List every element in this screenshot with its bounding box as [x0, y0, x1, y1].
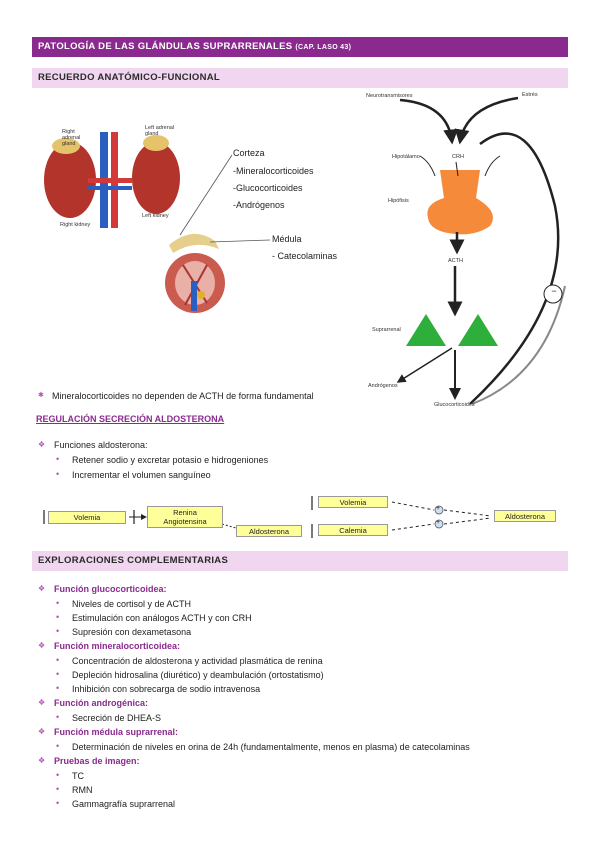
label-stress: Estrés: [522, 92, 538, 98]
dot-bullet: •: [56, 712, 60, 722]
dot-bullet: •: [56, 741, 60, 751]
label-left-adrenal: Left adrenal gland: [145, 125, 175, 137]
label-left-kidney: Left kidney: [142, 213, 169, 219]
exploration-group-label: Función médula suprarrenal:: [54, 727, 179, 737]
diamond-bullet: ❖: [38, 698, 46, 707]
exploration-item: RMN: [72, 785, 93, 795]
negative-feedback-sign: −: [551, 286, 557, 296]
label-acth: ACTH: [448, 258, 463, 264]
dot-bullet: •: [56, 770, 60, 780]
label-crh: CRH: [452, 154, 464, 160]
exploration-item: Supresión con dexametasona: [72, 627, 192, 637]
flow-renina-angiotensina: Renina Angiotensina: [147, 506, 223, 528]
label-glucocorticoids: Glucocorticoides: [434, 402, 475, 408]
medulla-label: Médula: [272, 234, 302, 244]
dot-bullet: •: [56, 598, 60, 608]
flow-renina: Renina: [173, 508, 197, 517]
dot-bullet: •: [56, 683, 60, 693]
label-neurotransmitters: Neurotransmisores: [366, 93, 413, 99]
label-right-kidney: Right kidney: [60, 222, 91, 228]
label-pituitary: Hipófisis: [388, 198, 409, 204]
asterisk-bullet: ✱: [38, 392, 44, 399]
exploration-item: Secreción de DHEA-S: [72, 713, 162, 723]
cortex-label: Corteza: [233, 148, 265, 158]
aldosterone-function: Incrementar el volumen sanguíneo: [72, 470, 211, 480]
aldosterone-functions-label: Funciones aldosterona:: [54, 440, 148, 450]
exploration-group-label: Pruebas de imagen:: [54, 756, 140, 766]
dot-bullet: •: [56, 669, 60, 679]
cortex-item: -Glucocorticoides: [233, 183, 303, 193]
section-heading-explorations: EXPLORACIONES COMPLEMENTARIAS: [32, 551, 568, 571]
label-androgens: Andrógenos: [368, 383, 398, 389]
diamond-bullet: ❖: [38, 440, 46, 449]
cortex-item: -Andrógenos: [233, 200, 285, 210]
exploration-item: Niveles de cortisol y de ACTH: [72, 599, 192, 609]
flow-aldosterona: Aldosterona: [236, 525, 302, 537]
exploration-group-label: Función androgénica:: [54, 698, 149, 708]
dot-bullet: •: [56, 626, 60, 636]
diamond-bullet: ❖: [38, 584, 46, 593]
document-title-bar: PATOLOGÍA DE LAS GLÁNDULAS SUPRARRENALES…: [32, 37, 568, 57]
cortex-medulla-pointers: [179, 154, 271, 243]
hpa-axis-diagram: [396, 96, 566, 405]
aldosterone-function: Retener sodio y excretar potasio e hidro…: [72, 455, 269, 465]
plus-sign: +: [436, 519, 441, 526]
exploration-item: Concentración de aldosterona y actividad…: [72, 656, 323, 666]
adrenal-section-illustration: [165, 233, 225, 313]
diamond-bullet: ❖: [38, 641, 46, 650]
exploration-item: TC: [72, 771, 84, 781]
exploration-item: Gammagrafía suprarrenal: [72, 799, 176, 809]
exploration-group-label: Función mineralocorticoidea:: [54, 641, 181, 651]
label-right-adrenal: Right adrenal gland: [62, 129, 81, 147]
exploration-item: Depleción hidrosalina (diurético) y deam…: [72, 670, 324, 680]
medulla-item: - Catecolaminas: [272, 251, 338, 261]
section-heading-aldosterone: REGULACIÓN SECRECIÓN ALDOSTERONA: [36, 414, 225, 424]
exploration-item: Inhibición con sobrecarga de sodio intra…: [72, 684, 261, 694]
document-title: PATOLOGÍA DE LAS GLÁNDULAS SUPRARRENALES: [38, 41, 293, 52]
flow-calemia: Calemia: [318, 524, 388, 536]
flow-angiotensina: Angiotensina: [163, 517, 207, 526]
section-heading-anatomy: RECUERDO ANATÓMICO-FUNCIONAL: [32, 68, 568, 88]
aldosterone-flow-diagram: [43, 496, 492, 538]
exploration-item: Determinación de niveles en orina de 24h…: [72, 742, 470, 752]
dot-bullet: •: [56, 612, 60, 622]
label-adrenal: Suprarrenal: [372, 327, 401, 333]
dot-bullet: •: [56, 784, 60, 794]
flow-volemia-up: Volemia: [318, 496, 388, 508]
chapter-ref: (CAP. LASO 43): [295, 44, 352, 51]
diamond-bullet: ❖: [38, 727, 46, 736]
label-hypothalamus: Hipotálamo: [392, 154, 420, 160]
diamond-bullet: ❖: [38, 756, 46, 765]
exploration-item: Estimulación con análogos ACTH y con CRH: [72, 613, 252, 623]
mineralocorticoid-note: Mineralocorticoides no dependen de ACTH …: [52, 391, 314, 401]
dot-bullet: •: [56, 454, 60, 464]
flow-volemia: Volemia: [48, 511, 126, 524]
exploration-group-label: Función glucocorticoidea:: [54, 584, 167, 594]
cortex-item: -Mineralocorticoides: [233, 166, 314, 176]
plus-sign: +: [436, 505, 441, 512]
dot-bullet: •: [56, 469, 60, 479]
dot-bullet: •: [56, 655, 60, 665]
kidneys-illustration: [44, 132, 180, 228]
dot-bullet: •: [56, 798, 60, 808]
flow-aldosterona-result: Aldosterona: [494, 510, 556, 522]
